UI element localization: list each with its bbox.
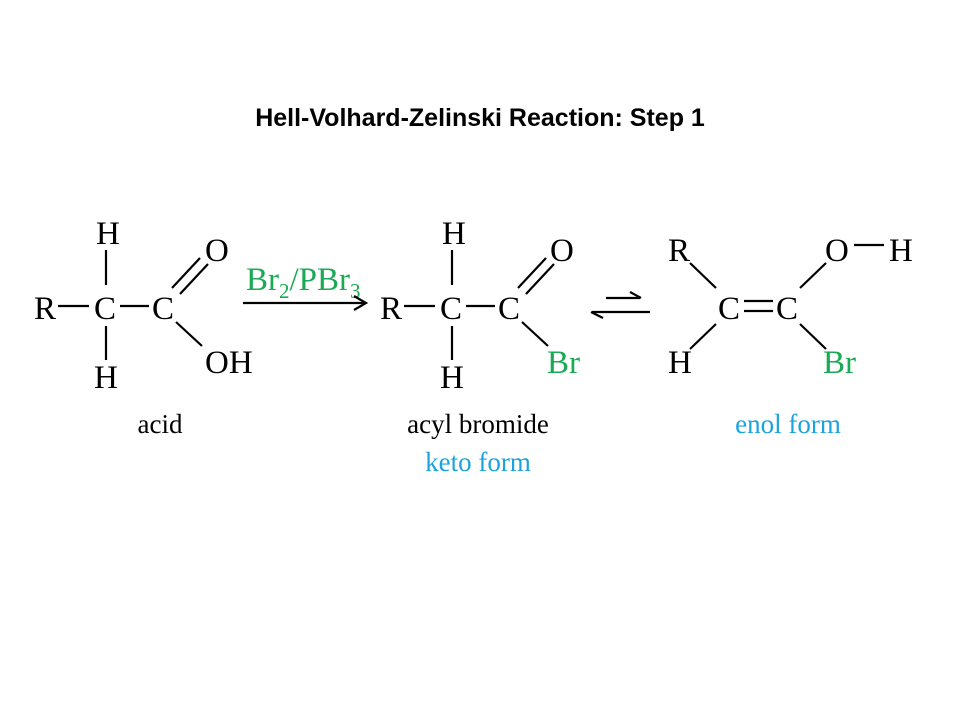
enol-r: R bbox=[668, 233, 690, 269]
enol-oh-h: H bbox=[889, 233, 913, 269]
keto-bond-co-1 bbox=[517, 257, 547, 289]
forward-arrow-head bbox=[353, 295, 369, 311]
acid-r: R bbox=[34, 291, 56, 327]
acyl-bromide-caption: acyl bromide bbox=[407, 409, 549, 439]
enol-br: Br bbox=[823, 345, 856, 381]
acid-bond-co-1 bbox=[171, 257, 201, 289]
acid-bond-c-oh bbox=[175, 321, 203, 347]
enol-bond-c-br bbox=[799, 323, 827, 350]
enol-c1: C bbox=[718, 291, 740, 327]
keto-c2: C bbox=[498, 291, 520, 327]
keto-h-top: H bbox=[442, 216, 466, 252]
enol-structure: R H C C O H Br bbox=[668, 233, 913, 381]
acid-h-bottom: H bbox=[94, 360, 118, 396]
acid-bond-co-2 bbox=[179, 263, 209, 295]
acid-oh: OH bbox=[205, 345, 253, 381]
acid-c2: C bbox=[152, 291, 174, 327]
keto-o: O bbox=[550, 233, 574, 269]
acid-c1: C bbox=[94, 291, 116, 327]
keto-bond-co-2 bbox=[525, 263, 555, 295]
enol-bond-r-c bbox=[689, 262, 717, 289]
enol-bond-c-o bbox=[799, 262, 827, 289]
acyl-bromide-structure: H R C C H O Br bbox=[380, 216, 580, 396]
keto-br: Br bbox=[547, 345, 580, 381]
slide-title: Hell-Volhard-Zelinski Reaction: Step 1 bbox=[255, 104, 705, 132]
equilibrium-arrow-lower-head bbox=[590, 311, 604, 319]
enol-bond-h-c bbox=[689, 323, 717, 350]
keto-r: R bbox=[380, 291, 402, 327]
reagent-label: Br2/PBr3 bbox=[246, 262, 361, 303]
keto-form-caption: keto form bbox=[425, 447, 531, 477]
keto-c1: C bbox=[440, 291, 462, 327]
equilibrium-arrows bbox=[590, 291, 650, 319]
keto-h-bottom: H bbox=[440, 360, 464, 396]
enol-c2: C bbox=[776, 291, 798, 327]
acid-h-top: H bbox=[96, 216, 120, 252]
acid-structure: H R C C H O OH bbox=[34, 216, 253, 396]
enol-h: H bbox=[668, 345, 692, 381]
acid-o: O bbox=[205, 233, 229, 269]
reagent-arrow: Br2/PBr3 bbox=[243, 262, 369, 311]
enol-form-caption: enol form bbox=[735, 409, 841, 439]
enol-o: O bbox=[825, 233, 849, 269]
keto-bond-c-br bbox=[521, 321, 549, 347]
equilibrium-arrow-upper-head bbox=[629, 291, 642, 299]
acid-caption: acid bbox=[138, 409, 183, 439]
